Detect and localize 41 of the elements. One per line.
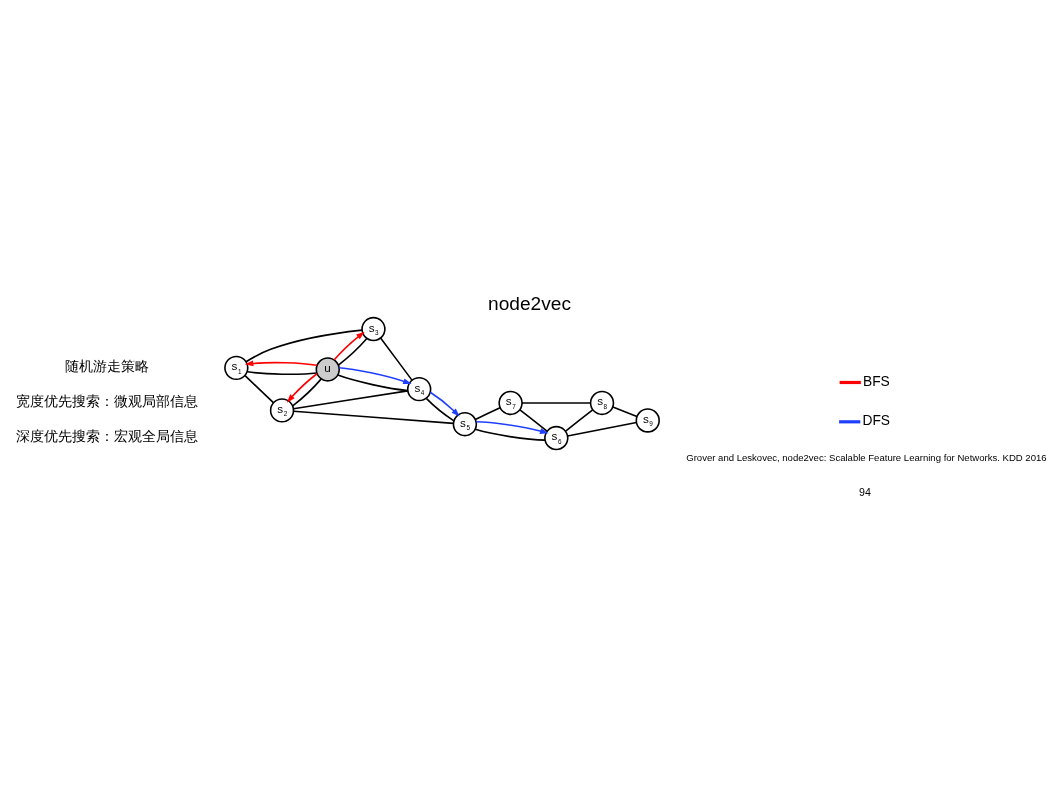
connector <box>292 410 455 425</box>
legend-label: BFS <box>863 372 890 389</box>
caption: Grover and Leskovec, node2vec: Scalable Feature Learning for Networks. KDD 2016 <box>686 452 1047 464</box>
connector <box>564 409 594 432</box>
connector <box>612 406 638 418</box>
connector <box>425 397 455 422</box>
connector <box>566 421 638 437</box>
arrow <box>475 421 549 434</box>
node-circle: s$_{4}$ <box>406 376 432 402</box>
connector <box>244 374 275 404</box>
node-circle: s$_{2}$ <box>269 398 295 423</box>
node-circle: s$_{8}$ <box>589 390 615 416</box>
connector <box>337 337 368 366</box>
connector <box>337 374 409 392</box>
node-circle: s$_{6}$ <box>544 425 569 451</box>
node-circle: s$_{1}$ <box>224 355 249 381</box>
connector <box>291 378 323 407</box>
connector <box>292 390 409 410</box>
label: 随机游走策略 <box>64 358 149 375</box>
label: 深度优先搜索：宏观全局信息 <box>16 428 199 445</box>
node-circle: s$_{7}$ <box>498 390 523 416</box>
node-circle: s$_{9}$ <box>635 408 660 433</box>
arrow <box>286 372 318 403</box>
connector <box>521 402 592 404</box>
node-circle: u <box>315 357 340 382</box>
arrow <box>333 331 365 361</box>
connector <box>474 428 546 441</box>
arrow <box>244 360 318 367</box>
label: 宽度优先搜索：微观局部信息 <box>16 393 199 410</box>
connector <box>246 370 318 376</box>
node-circle: s$_{3}$ <box>361 316 386 342</box>
arrow <box>429 391 460 417</box>
label: 94 <box>859 485 871 498</box>
connector <box>474 406 501 421</box>
connector <box>519 409 548 432</box>
arrow <box>338 366 412 385</box>
node-circle: s$_{5}$ <box>452 412 478 437</box>
connector <box>245 329 363 363</box>
legend-label: DFS <box>862 412 891 429</box>
connector <box>380 337 413 381</box>
diagram-title: node2vec <box>488 292 571 314</box>
